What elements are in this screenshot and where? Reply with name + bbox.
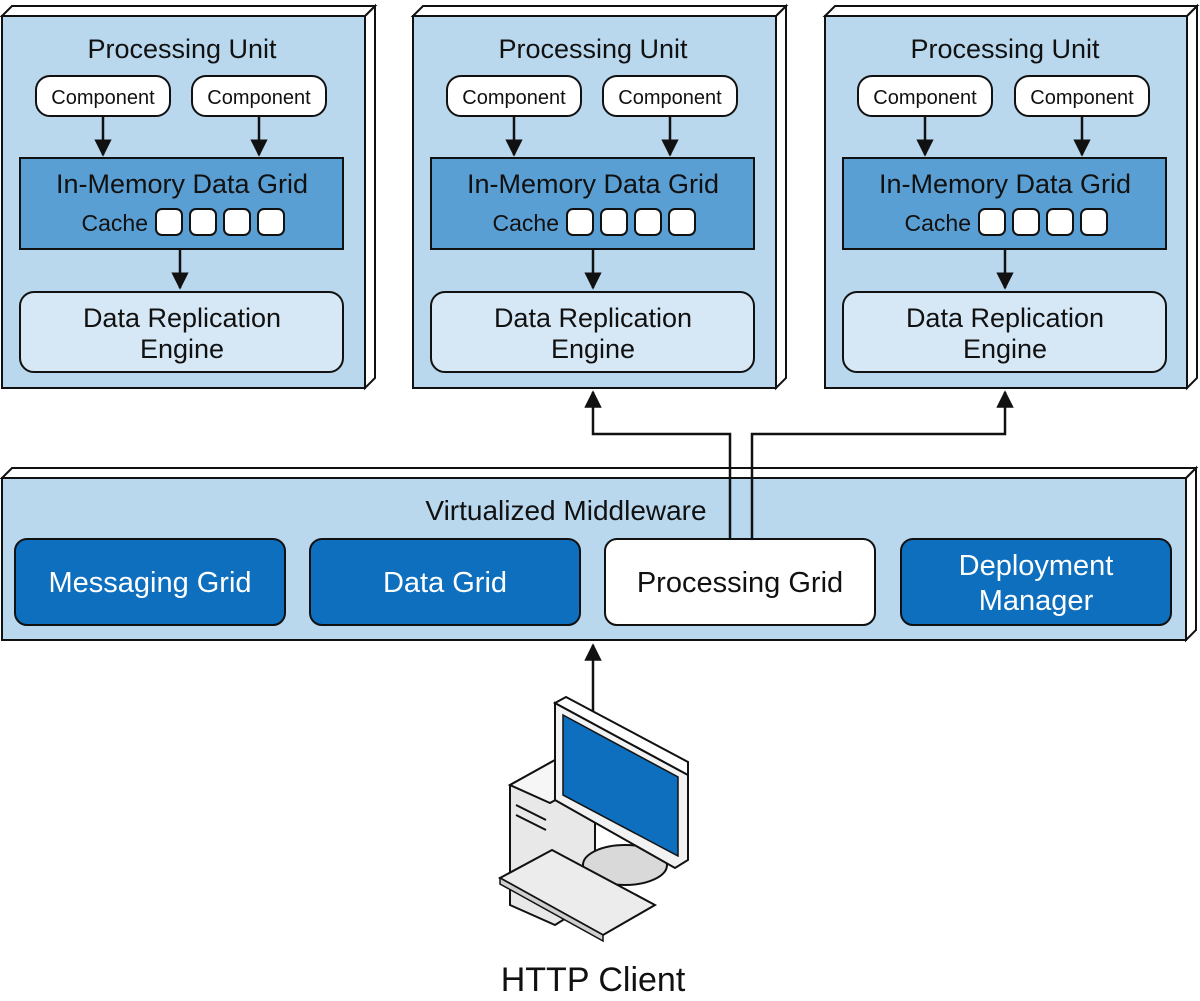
data-grid [309, 538, 581, 626]
component-box [35, 75, 171, 117]
cache-label: Cache [905, 210, 971, 236]
processing-grid-to-unit-2-arrow [584, 390, 732, 539]
component-label: Component [618, 87, 722, 109]
deployment-manager-label-line1: Deployment [959, 550, 1114, 582]
cache-slot [566, 208, 594, 236]
http-client-label: HTTP Client [501, 961, 686, 999]
cache-slot [189, 208, 217, 236]
cache-slot [634, 208, 662, 236]
unit-title: Processing Unit [87, 34, 277, 64]
cache-slot [257, 208, 285, 236]
cache-label: Cache [493, 210, 559, 236]
processing-grid [604, 538, 876, 626]
component-label: Component [873, 87, 977, 109]
deployment-manager-label-line2: Manager [979, 585, 1094, 617]
processing-unit-2: Processing Unit Component Component In-M… [410, 3, 789, 391]
component-box [602, 75, 738, 117]
unit-side-face [1186, 3, 1198, 391]
processing-grid-to-unit-3-arrow [750, 390, 1014, 539]
cache-slot [1080, 208, 1108, 236]
cache-slot [668, 208, 696, 236]
cache-slot [600, 208, 628, 236]
data-grid-label: Data Grid [383, 567, 507, 599]
engine-label-line2: Engine [551, 334, 635, 364]
engine-label-line1: Data Replication [906, 303, 1104, 333]
monitor-top-edge [552, 695, 689, 777]
middleware-side-face [1185, 465, 1197, 643]
component-box [191, 75, 327, 117]
cache-slot [978, 208, 1006, 236]
component-label: Component [1030, 87, 1134, 109]
component-label: Component [462, 87, 566, 109]
cache-slot [1046, 208, 1074, 236]
unit-top-face [410, 5, 789, 17]
virtualized-middleware: Virtualized Middleware Messaging Grid Da… [0, 465, 1199, 643]
engine-label-line2: Engine [963, 334, 1047, 364]
unit-top-face [822, 5, 1200, 17]
data-grid-title: In-Memory Data Grid [56, 169, 308, 199]
unit-title: Processing Unit [910, 34, 1100, 64]
deployment-manager [900, 538, 1172, 626]
monitor-stand [582, 844, 668, 886]
data-grid-title: In-Memory Data Grid [467, 169, 719, 199]
unit-title: Processing Unit [498, 34, 688, 64]
processing-grid-label: Processing Grid [637, 567, 843, 599]
unit-side-face [775, 3, 787, 391]
in-memory-data-grid [19, 157, 344, 250]
cache-slot [223, 208, 251, 236]
messaging-grid [14, 538, 286, 626]
engine-label-line1: Data Replication [494, 303, 692, 333]
in-memory-data-grid-fill [430, 157, 755, 250]
processing-unit-1: Processing Unit Component Component In-M… [0, 3, 378, 391]
processing-unit-3: Processing Unit Component Component In-M… [822, 3, 1200, 391]
computer-icon [497, 695, 689, 943]
cache-slot [1012, 208, 1040, 236]
data-replication-engine [842, 291, 1167, 373]
unit-top-face [0, 5, 378, 17]
tower-slot [515, 814, 547, 831]
engine-label-line2: Engine [140, 334, 224, 364]
monitor-screen [562, 713, 679, 858]
data-replication-engine [19, 291, 344, 373]
component-box [857, 75, 993, 117]
cache-slot [155, 208, 183, 236]
middleware-title: Virtualized Middleware [425, 495, 706, 526]
component-box [446, 75, 582, 117]
tower-slot [515, 804, 547, 821]
middleware-top-face [0, 467, 1199, 479]
keyboard-edge [499, 876, 604, 943]
component-label: Component [207, 87, 311, 109]
messaging-grid-label: Messaging Grid [48, 567, 251, 599]
unit-side-face [364, 3, 376, 391]
data-grid-title: In-Memory Data Grid [879, 169, 1131, 199]
engine-label-line1: Data Replication [83, 303, 281, 333]
data-replication-engine [430, 291, 755, 373]
cache-label: Cache [82, 210, 148, 236]
component-label: Component [51, 87, 155, 109]
in-memory-data-grid [842, 157, 1167, 250]
component-box [1014, 75, 1150, 117]
